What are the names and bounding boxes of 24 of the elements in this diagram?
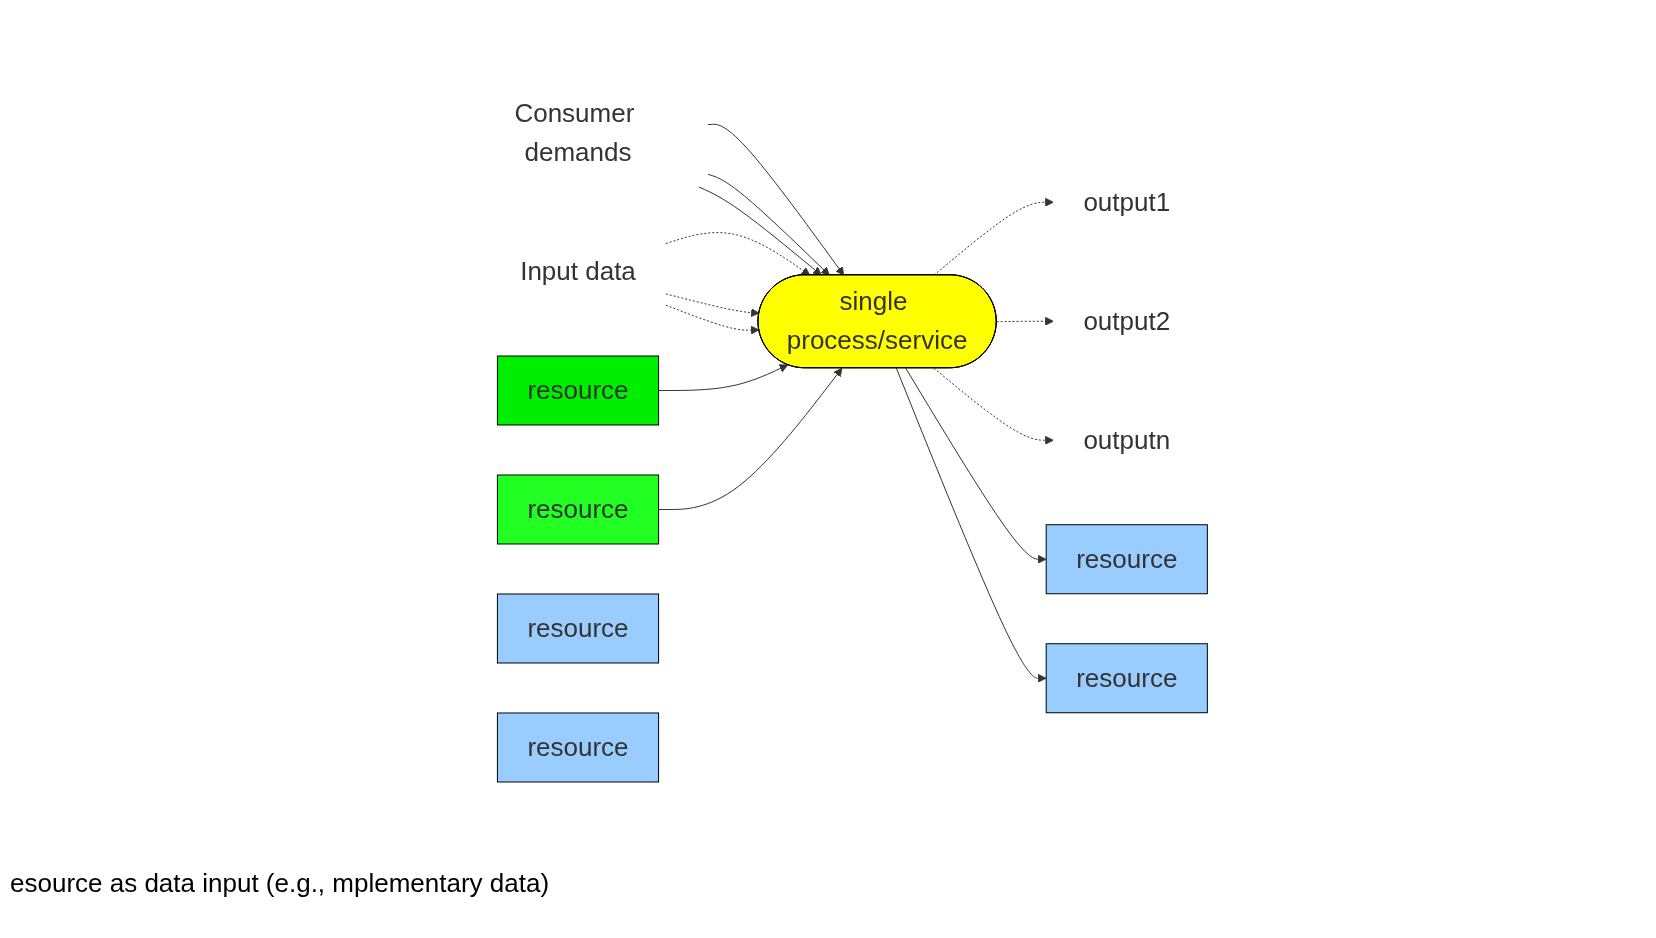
node-box: resource xyxy=(497,474,660,544)
arrow xyxy=(698,186,822,276)
note-text: esource as data input (e.g., mplementary data) xyxy=(10,868,550,899)
node-box: resource xyxy=(497,355,660,425)
arrow xyxy=(658,367,843,510)
arrow xyxy=(896,367,1047,683)
arrow xyxy=(665,292,760,317)
arrow xyxy=(707,173,831,276)
node-box: resource xyxy=(497,712,660,782)
arrow xyxy=(658,363,789,391)
node-text: Consumer demands xyxy=(514,97,635,167)
node-text: output2 xyxy=(1083,305,1171,336)
node-text: outputn xyxy=(1083,424,1171,455)
arrow xyxy=(905,367,1047,564)
node-text: Input data xyxy=(520,255,637,286)
arrow xyxy=(707,123,845,276)
arrow xyxy=(665,304,760,335)
arrow xyxy=(933,367,1055,445)
arrow xyxy=(996,316,1055,326)
node-text: output1 xyxy=(1083,186,1171,217)
node-box: resource xyxy=(1046,523,1209,594)
arrow xyxy=(665,231,811,276)
node-box: resource xyxy=(497,593,660,663)
node-box: resource xyxy=(1046,642,1209,713)
